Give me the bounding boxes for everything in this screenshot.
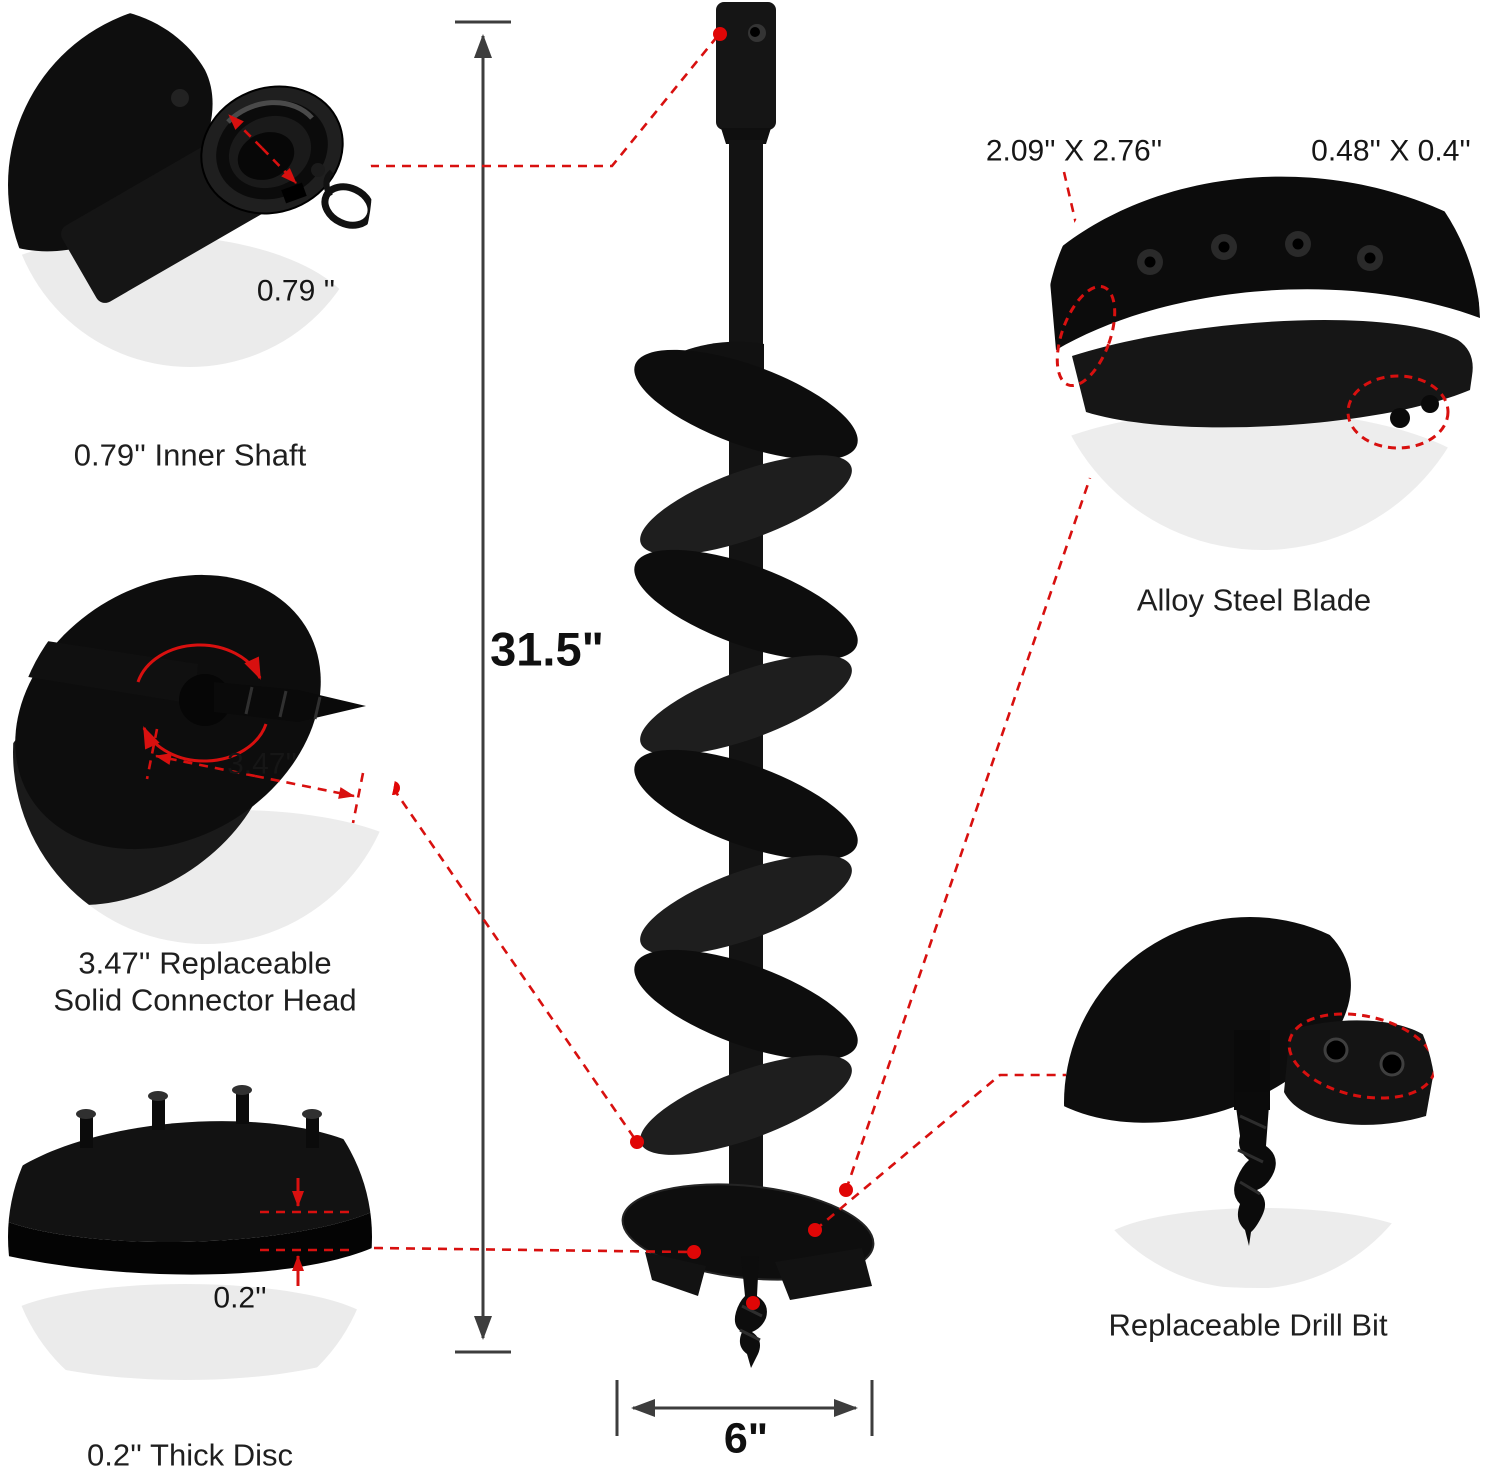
connector-head-blade [15, 574, 321, 850]
shaft-stub [13, 636, 198, 704]
connector-head-caption-line1: 3.47'' Replaceable [78, 945, 332, 981]
callout-thick-disc-photo [8, 1055, 372, 1419]
alloy-blade-caption: Alloy Steel Blade [1136, 582, 1372, 618]
thick-disc-measurement: 0.2'' [213, 1281, 267, 1315]
connector-head-caption-line2: Solid Connector Head [53, 982, 357, 1018]
thick-disc-caption: 0.2'' Thick Disc [87, 1437, 293, 1473]
callout-inner-shaft-photo [8, 3, 372, 367]
callout-connector-head-photo [13, 560, 397, 944]
drill-bit-caption: Replaceable Drill Bit [1108, 1307, 1388, 1343]
callout-line-alloy-blade [844, 477, 1092, 1191]
height-dimension-label: 31.5" [490, 622, 604, 676]
width-dimension-line [615, 1380, 874, 1436]
rotation-arrow-bottom [142, 723, 268, 763]
height-dimension-line [455, 20, 511, 1354]
blade-screws [1137, 231, 1383, 275]
blade-size-highlight [1055, 284, 1117, 388]
disc-screws [76, 1085, 322, 1148]
callout-line-thick-disc [373, 1246, 691, 1254]
callout-line-drill-bit [814, 1073, 1066, 1231]
auger-disc-blade [621, 1183, 875, 1300]
blade-tab [1284, 1020, 1436, 1125]
screw-size-highlight [1346, 374, 1450, 450]
callout-line-inner-shaft [370, 37, 718, 168]
bore-diameter-arrow [228, 114, 263, 149]
callout-connector-lines [370, 27, 1405, 1310]
auger-spiral-flighting [634, 341, 858, 1155]
replaceable-blade-plate [1072, 319, 1473, 428]
head-diameter-arrow [155, 753, 256, 778]
callout-line-connector-head [391, 787, 639, 1143]
disc-thickness-edge [8, 1212, 372, 1275]
auger-illustration [621, 2, 875, 1368]
connector-head-measurement: 3.47'' [227, 747, 297, 781]
screw-size-measurement: 0.48'' X 0.4'' [1311, 134, 1471, 168]
rotation-arrow-top [136, 643, 262, 683]
blade-size-measurement: 2.09'' X 2.76'' [985, 134, 1163, 168]
upper-blade [1048, 176, 1480, 350]
callout-alloy-blade-photo [1045, 114, 1481, 550]
width-dimension-label: 6" [723, 1414, 769, 1463]
auger-drill-bit-tip [734, 1256, 767, 1368]
callout-drill-bit-photo [1064, 917, 1436, 1289]
replaceable-drill-bit-shape [1234, 1092, 1276, 1246]
inner-shaft-measurement: 0.79 '' [256, 274, 336, 308]
measure-ticks [145, 728, 365, 824]
detent-pin [171, 89, 189, 107]
red-anchor-dots [386, 27, 853, 1310]
inner-shaft-caption: 0.79'' Inner Shaft [73, 437, 307, 473]
auger-top-connector [716, 2, 776, 130]
